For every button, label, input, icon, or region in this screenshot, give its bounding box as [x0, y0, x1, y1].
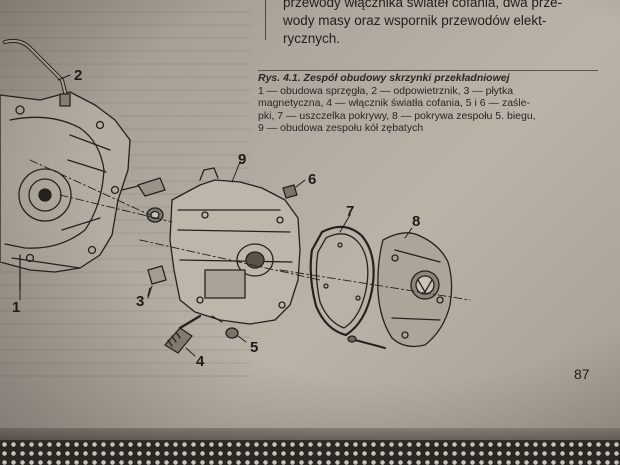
- page-edge: [0, 428, 620, 442]
- bearing-plug-part: [121, 177, 166, 223]
- alignment-axes: [29, 159, 471, 301]
- magnetic-plate-part: [147, 265, 167, 297]
- top-paragraph: przewody włącznika świateł cofania, dwa …: [283, 0, 603, 48]
- gear-housing-part: [169, 167, 301, 325]
- paragraph-line: przewody włącznika świateł cofania, dwa …: [283, 0, 563, 10]
- figure-caption-body: 1 — obudowa sprzęgła, 2 — odpowietrznik,…: [258, 84, 536, 135]
- leader-lines: [19, 74, 413, 357]
- clutch-housing-part: [0, 91, 131, 291]
- plug-5-part: [211, 315, 239, 339]
- part-label-7: 7: [346, 203, 354, 220]
- figure-caption: Rys. 4.1. Zespół obudowy skrzynki przekł…: [258, 70, 598, 135]
- exploded-gearbox-diagram: 1 2 3 4 5 6 7 8 9: [0, 38, 471, 370]
- part-label-5: 5: [250, 339, 258, 356]
- column-rule: [265, 0, 266, 40]
- plug-6-part: [282, 184, 298, 199]
- paragraph-line: rycznych.: [283, 31, 341, 46]
- gear-cover-part: [377, 232, 453, 348]
- part-label-3: 3: [136, 293, 144, 310]
- paragraph-line: wody masy oraz wspornik przewodów elekt-: [283, 13, 547, 28]
- part-label-4: 4: [196, 353, 205, 370]
- cover-bolt-part: [347, 335, 386, 349]
- part-label-2: 2: [74, 67, 82, 84]
- lace-tablecloth: [0, 440, 620, 465]
- part-label-group: 1 2 3 4 5 6 7 8 9: [12, 67, 420, 370]
- figure-caption-title: Rys. 4.1. Zespół obudowy skrzynki przekł…: [258, 70, 598, 85]
- page-number: 87: [574, 366, 590, 382]
- part-label-9: 9: [238, 151, 246, 168]
- breather-part: [3, 38, 71, 107]
- part-label-1: 1: [12, 299, 20, 316]
- gasket-part: [309, 225, 375, 337]
- reverse-switch-part: [164, 314, 202, 354]
- part-label-8: 8: [412, 213, 420, 230]
- part-label-6: 6: [308, 171, 316, 188]
